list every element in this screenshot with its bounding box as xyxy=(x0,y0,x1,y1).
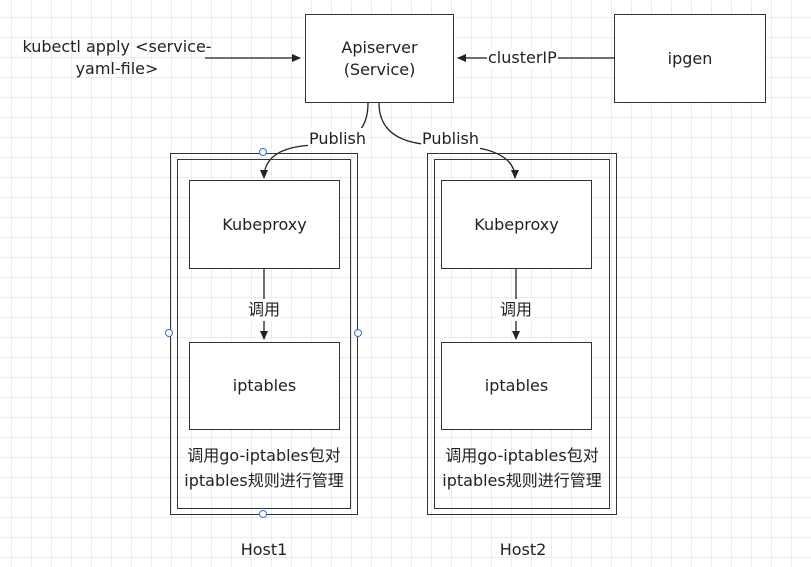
host2-call-label: 调用 xyxy=(499,299,534,321)
host2-outer-frame[interactable] xyxy=(427,153,617,515)
host1-resize-handle-left[interactable] xyxy=(165,329,173,337)
host2-iptables-node[interactable]: iptables xyxy=(441,342,592,430)
host2-kubeproxy-node[interactable]: Kubeproxy xyxy=(441,180,592,269)
publish-right-label: Publish xyxy=(421,128,481,150)
host2-name-label: Host2 xyxy=(499,540,547,559)
host2-note: 调用go-iptables包对 iptables规则进行管理 xyxy=(434,443,610,493)
apiserver-subtitle: (Service) xyxy=(343,59,416,79)
host2-inner-frame xyxy=(434,159,610,509)
host1-note: 调用go-iptables包对 iptables规则进行管理 xyxy=(177,443,351,493)
ipgen-label: ipgen xyxy=(667,48,713,68)
ipgen-node[interactable]: ipgen xyxy=(614,14,766,103)
host2-note-line1: 调用go-iptables包对 xyxy=(445,446,599,465)
host1-resize-handle-top[interactable] xyxy=(259,148,267,156)
host1-inner-frame xyxy=(177,159,351,509)
host1-iptables-label: iptables xyxy=(232,376,297,395)
host1-note-line2: iptables规则进行管理 xyxy=(184,471,344,490)
host1-resize-handle-right[interactable] xyxy=(354,329,362,337)
kubectl-command-label: kubectl apply <service-yaml-file> xyxy=(22,36,212,80)
host2-iptables-label: iptables xyxy=(484,376,549,395)
apiserver-title: Apiserver xyxy=(341,37,418,57)
host1-kubeproxy-label: Kubeproxy xyxy=(222,214,307,234)
host2-kubeproxy-label: Kubeproxy xyxy=(474,214,559,234)
cluster-ip-label: clusterIP xyxy=(487,47,558,69)
host1-kubeproxy-node[interactable]: Kubeproxy xyxy=(189,180,340,269)
apiserver-node[interactable]: Apiserver (Service) xyxy=(305,14,454,103)
host1-iptables-node[interactable]: iptables xyxy=(189,342,340,430)
host1-call-label: 调用 xyxy=(247,299,282,321)
kubectl-command-text: kubectl apply <service-yaml-file> xyxy=(22,37,212,78)
host1-name-label: Host1 xyxy=(240,540,288,559)
publish-left-label: Publish xyxy=(308,128,368,150)
host1-note-line1: 调用go-iptables包对 xyxy=(187,446,341,465)
host1-resize-handle-bottom[interactable] xyxy=(259,510,267,518)
host2-note-line2: iptables规则进行管理 xyxy=(442,471,602,490)
